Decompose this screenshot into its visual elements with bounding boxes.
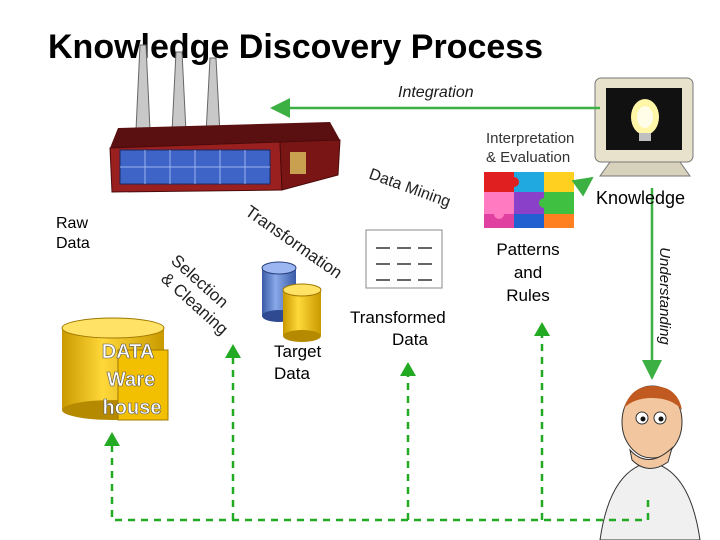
patterns-label-line3: Rules [506,286,550,305]
raw-data-label-line1: Raw [56,215,89,232]
transformed-data-icon [365,229,443,289]
computer-icon [594,77,694,177]
person-icon [599,385,701,540]
target-data-label-line1: Target [274,342,322,361]
diagram-title: Knowledge Discovery Process [48,28,544,66]
target-data-label-line2: Data [274,364,310,383]
data-mining-label: Data Mining [367,166,453,211]
puzzle-icon [484,172,574,228]
feedback-loops [110,330,650,522]
interpretation-arrow [571,176,594,197]
transformed-data-label-line1: Transformed [350,308,446,327]
raw-data-label-line2: Data [56,235,90,252]
integration-label: Integration [398,84,474,101]
patterns-label-line2: and [513,263,543,282]
warehouse-label-line1: DATA [102,341,155,363]
knowledge-label: Knowledge [596,188,686,208]
feedback-arrowheads [104,322,550,446]
warehouse-label-line2: Ware [107,369,155,391]
patterns-label-line1: Patterns [496,240,560,259]
factory-icon [109,44,341,193]
data-warehouse-icon [61,317,169,421]
interpretation-label-line1: Interpretation [486,130,575,147]
interpretation-label-line2: & Evaluation [486,149,571,166]
target-data-icon [261,261,322,342]
understanding-label: Understanding [656,247,673,345]
warehouse-label-line3: house [103,397,162,419]
transformed-data-label-line2: Data [392,330,428,349]
